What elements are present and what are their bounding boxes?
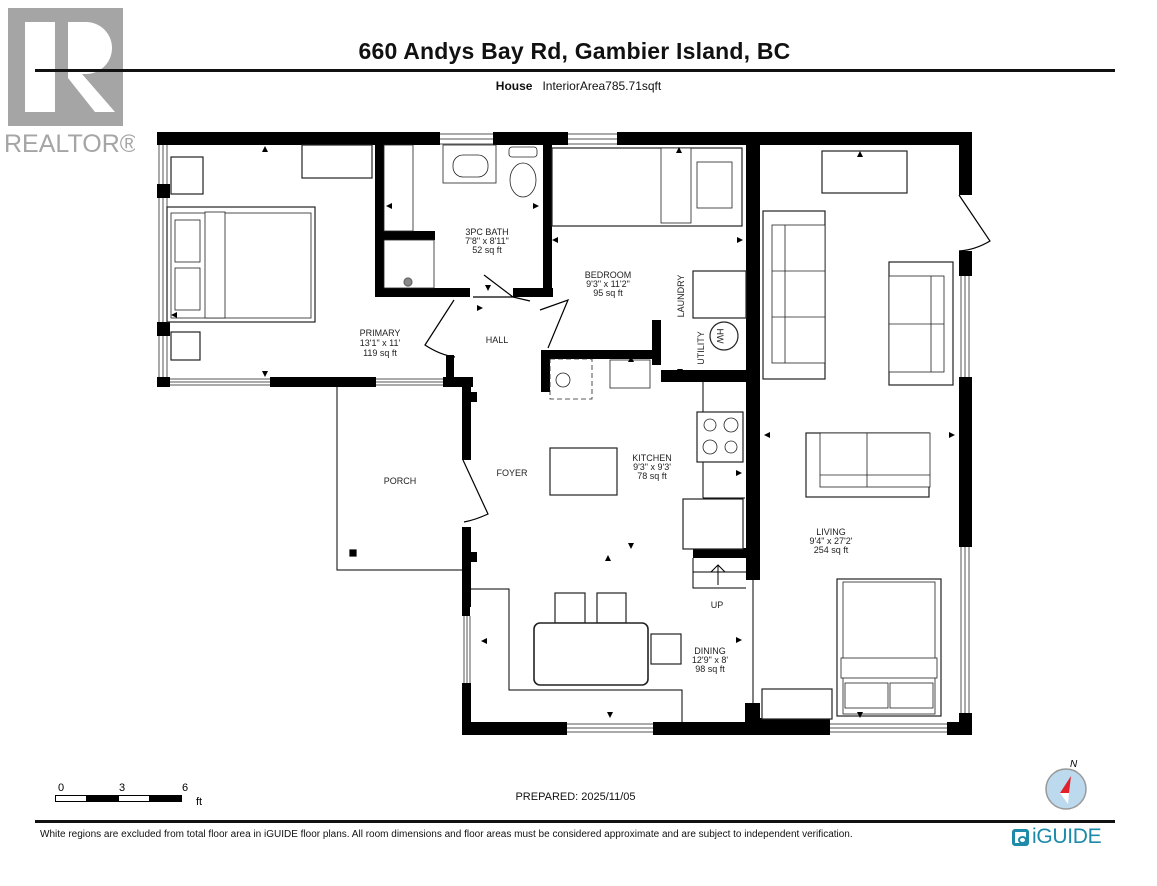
cabinet bbox=[761, 688, 833, 720]
room-dims: 12'9" x 8' bbox=[692, 655, 728, 665]
room-dims: 7'8" x 8'11" bbox=[465, 236, 509, 246]
scale-tick: 3 bbox=[119, 782, 125, 794]
room-dims: 9'4" x 27'2' bbox=[810, 536, 853, 546]
walls bbox=[157, 132, 972, 735]
room-dims: 9'3" x 11'2" bbox=[586, 279, 630, 289]
room-name: BEDROOM bbox=[585, 270, 632, 280]
header-divider bbox=[35, 69, 1115, 72]
iguide-wordmark: iGUIDE bbox=[1032, 825, 1102, 848]
scale-bar: 0 3 6 ft bbox=[55, 780, 215, 810]
iguide-icon bbox=[1012, 828, 1029, 846]
room-labels: PRIMARY 13'1" x 11' 119 sq ft 3PC BATH 7… bbox=[360, 227, 853, 674]
property-type: House bbox=[495, 79, 533, 93]
kitchen-sink bbox=[609, 359, 651, 389]
room-name: PRIMARY bbox=[360, 328, 401, 338]
room-name: 3PC BATH bbox=[465, 227, 508, 237]
tv-stand bbox=[821, 150, 908, 194]
scale-tick: 0 bbox=[58, 782, 64, 794]
room-name: HALL bbox=[486, 335, 509, 345]
room-name: LAUNDRY bbox=[676, 275, 686, 318]
water-heater-label: HW bbox=[715, 329, 725, 344]
chair bbox=[596, 592, 627, 624]
washer-dryer bbox=[692, 270, 747, 319]
footer-divider bbox=[35, 820, 1115, 823]
compass-icon: N bbox=[1043, 758, 1093, 810]
room-area: 98 sq ft bbox=[695, 664, 725, 674]
realtor-logo: REALTOR® bbox=[0, 0, 139, 160]
chair bbox=[554, 592, 586, 624]
furniture bbox=[166, 144, 954, 720]
toilet bbox=[509, 162, 537, 198]
room-name: FOYER bbox=[496, 468, 528, 478]
room-area: 78 sq ft bbox=[637, 471, 667, 481]
room-area: 52 sq ft bbox=[472, 245, 502, 255]
realtor-wordmark: REALTOR® bbox=[4, 130, 135, 158]
compass-north-label: N bbox=[1070, 759, 1078, 770]
stove bbox=[696, 411, 744, 463]
prepared-date: PREPARED: 2025/11/05 bbox=[0, 791, 1157, 803]
address-title: 660 Andys Bay Rd, Gambier Island, BC bbox=[358, 38, 791, 64]
outlines bbox=[158, 133, 991, 733]
prepared-date-text: PREPARED: 2025/11/05 bbox=[515, 791, 636, 803]
nightstand bbox=[170, 331, 201, 361]
page-title: 660 Andys Bay Rd, Gambier Island, BC bbox=[0, 38, 1157, 65]
scale-unit: ft bbox=[196, 796, 202, 808]
chair bbox=[650, 633, 682, 665]
property-summary: House InteriorArea785.71sqft bbox=[0, 79, 1157, 93]
room-area: 95 sq ft bbox=[593, 288, 623, 298]
stairs-label: UP bbox=[711, 600, 724, 610]
room-area: 119 sq ft bbox=[363, 348, 397, 358]
viewpoint-markers bbox=[171, 146, 955, 718]
fridge bbox=[682, 498, 744, 550]
dining-table bbox=[533, 622, 649, 686]
interior-area: InteriorArea785.71sqft bbox=[542, 79, 662, 93]
room-name: UTILITY bbox=[696, 331, 706, 365]
dresser bbox=[301, 144, 373, 179]
room-name: PORCH bbox=[384, 476, 417, 486]
room-name: LIVING bbox=[816, 527, 846, 537]
room-name: KITCHEN bbox=[632, 453, 672, 463]
room-area: 254 sq ft bbox=[814, 545, 849, 555]
kitchen-island bbox=[549, 447, 618, 496]
nightstand bbox=[170, 156, 204, 195]
room-name: DINING bbox=[694, 646, 726, 656]
room-dims: 9'3" x 9'3' bbox=[633, 462, 671, 472]
iguide-logo: iGUIDE bbox=[1012, 825, 1102, 849]
room-dims: 13'1" x 11' bbox=[360, 338, 401, 348]
disclaimer: White regions are excluded from total fl… bbox=[40, 829, 853, 840]
water-heater bbox=[709, 321, 739, 351]
scale-tick: 6 bbox=[182, 782, 188, 794]
